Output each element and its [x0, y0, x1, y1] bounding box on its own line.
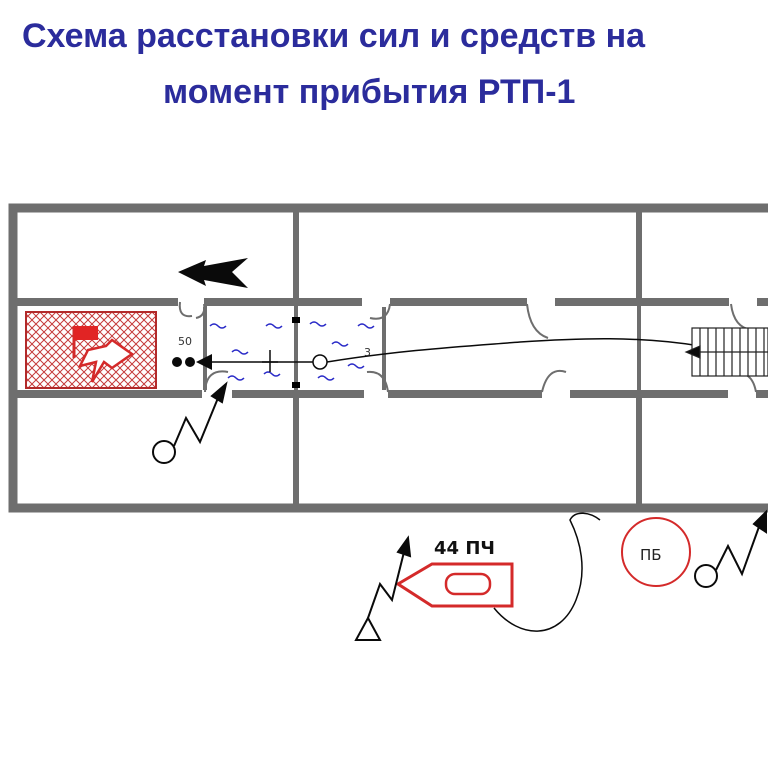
- hydrant-label: ПБ: [640, 546, 662, 564]
- smoke-mark: [265, 323, 283, 329]
- wall-accent: [292, 317, 300, 323]
- radio-antenna-base: [152, 440, 176, 464]
- radio-zigzag: [173, 397, 219, 447]
- fire-engine: 44 ПЧ: [395, 538, 514, 608]
- smoke-mark: [227, 375, 245, 381]
- diagram-title: Схема расстановки сил и средств на момен…: [0, 0, 768, 130]
- barrel-number-label: 3: [364, 346, 371, 359]
- smoke-mark: [309, 321, 327, 327]
- door-leaf: [178, 301, 193, 318]
- door-gap: [362, 298, 390, 307]
- direction-arrow-icon: [178, 258, 248, 288]
- smoke-mark: [231, 349, 249, 355]
- hose-line: [326, 337, 701, 363]
- engine-pump-icon: [444, 572, 492, 596]
- hydrant-circle: [621, 517, 691, 587]
- smoke-marks: [209, 321, 375, 381]
- door-leaf: [204, 370, 229, 393]
- engine-radio-arrowhead: [396, 535, 412, 558]
- radio-arrowhead: [210, 381, 228, 404]
- staircase: [684, 327, 768, 377]
- title-line-1: Схема расстановки сил и средств на: [22, 17, 646, 55]
- door-gap: [527, 298, 555, 307]
- wall-accents: [292, 317, 300, 388]
- door-leaf: [366, 370, 389, 393]
- hydrant: ПБ: [621, 517, 691, 587]
- stair-direction-arrow: [684, 345, 701, 359]
- smoke-mark: [263, 371, 281, 377]
- door-gap: [728, 390, 756, 399]
- right-radio-zigzag: [715, 523, 761, 577]
- nozzle-icon: [196, 354, 212, 370]
- door-gap: [729, 298, 757, 307]
- engine-radio-zigzag: [367, 551, 405, 619]
- unit-label: 44 ПЧ: [434, 538, 495, 559]
- fire-flag: [74, 326, 98, 340]
- door-gap: [178, 298, 204, 307]
- door-gap: [542, 390, 570, 399]
- engine-radio-icon: [354, 535, 412, 641]
- firefighter-dot: [185, 357, 195, 367]
- radio-link-icon: [152, 381, 228, 464]
- fire-seat: [25, 311, 157, 389]
- wall-accent: [292, 382, 300, 388]
- door-leaf: [526, 303, 549, 339]
- right-radio-arrowhead: [752, 509, 767, 534]
- firefighter-dot: [172, 357, 182, 367]
- barrel-group: 50 3: [172, 335, 701, 372]
- smoke-mark: [331, 341, 349, 347]
- smoke-mark: [317, 375, 335, 381]
- smoke-mark: [347, 363, 365, 369]
- engine-radio-triangle: [354, 615, 382, 641]
- supply-hose: [493, 512, 601, 632]
- door-gap: [364, 390, 388, 399]
- smoke-mark: [357, 323, 375, 329]
- valve-icon: [312, 354, 328, 370]
- right-radio-icon: [694, 509, 767, 588]
- title-line-2: момент прибытия РТП-1: [163, 73, 576, 111]
- door-leaves: [178, 301, 757, 393]
- door-leaf: [369, 303, 391, 320]
- fire-spread-arrow: [77, 338, 135, 383]
- right-radio-base: [694, 564, 718, 588]
- door-leaf: [195, 303, 206, 319]
- door-leaf: [541, 370, 567, 393]
- smoke-mark: [209, 323, 227, 329]
- hose-size-label: 50: [178, 335, 192, 348]
